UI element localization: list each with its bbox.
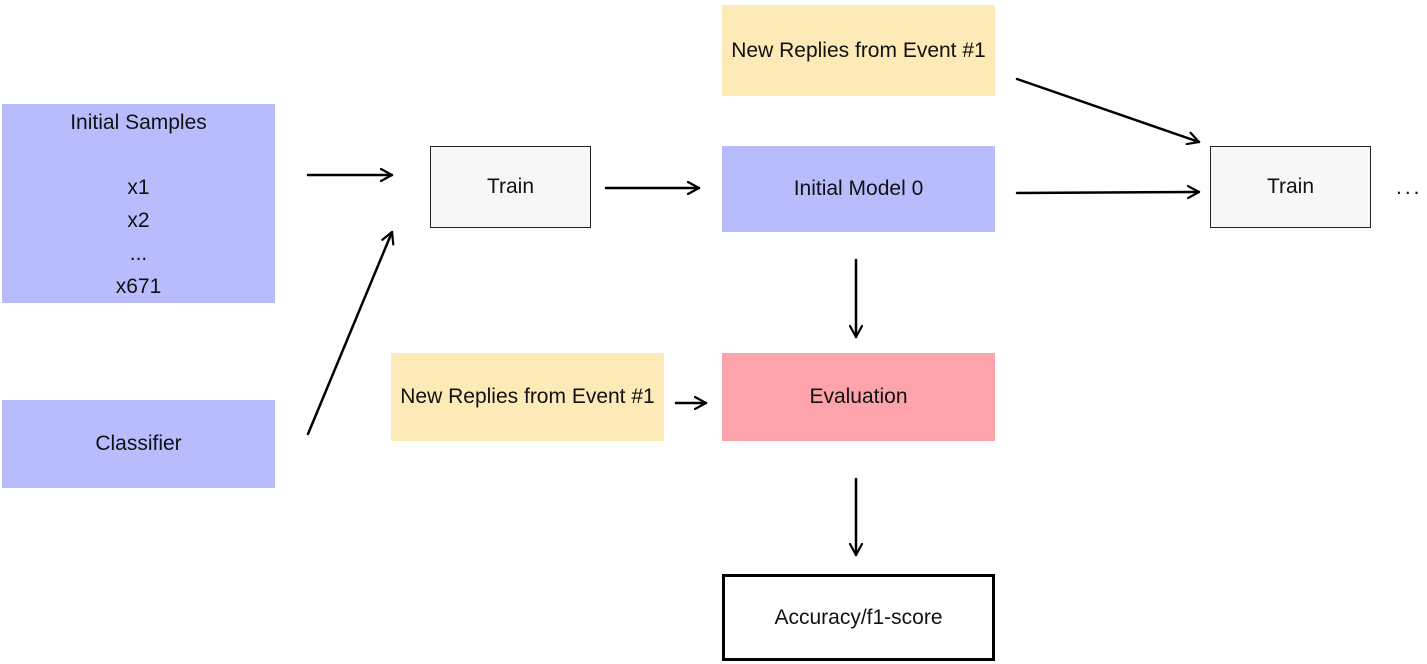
sample-item: x1: [127, 176, 150, 199]
evaluation-label: Evaluation: [809, 385, 908, 408]
arrow-classifier-to-train: [306, 230, 392, 436]
new-replies-box-top: New Replies from Event #1: [722, 5, 995, 96]
arrow-model-to-train-second: [1015, 192, 1201, 193]
train-box-second: Train: [1210, 146, 1371, 228]
train-label-second: Train: [1266, 175, 1315, 198]
train-box-first: Train: [430, 146, 591, 228]
sample-item: ...: [129, 242, 148, 265]
train-label-first: Train: [486, 175, 535, 198]
classifier-box: Classifier: [2, 400, 275, 488]
initial-samples-title: Initial Samples: [70, 111, 207, 134]
new-replies-label-top: New Replies from Event #1: [731, 38, 986, 62]
initial-model-box: Initial Model 0: [722, 146, 995, 232]
arrow-replies-top-to-train-second: [1015, 77, 1201, 142]
classifier-label: Classifier: [95, 432, 182, 455]
continuation-ellipsis: ...: [1396, 176, 1423, 199]
new-replies-box-bottom: New Replies from Event #1: [391, 353, 664, 441]
sample-item: x2: [127, 209, 150, 232]
sample-item: x671: [115, 275, 162, 298]
accuracy-label: Accuracy/f1-score: [774, 605, 943, 629]
evaluation-box: Evaluation: [722, 353, 995, 441]
new-replies-label-bottom: New Replies from Event #1: [400, 385, 655, 408]
initial-samples-box: Initial Samples x1 x2 ... x671: [2, 104, 275, 303]
accuracy-box: Accuracy/f1-score: [722, 574, 995, 661]
initial-model-label: Initial Model 0: [793, 177, 924, 200]
